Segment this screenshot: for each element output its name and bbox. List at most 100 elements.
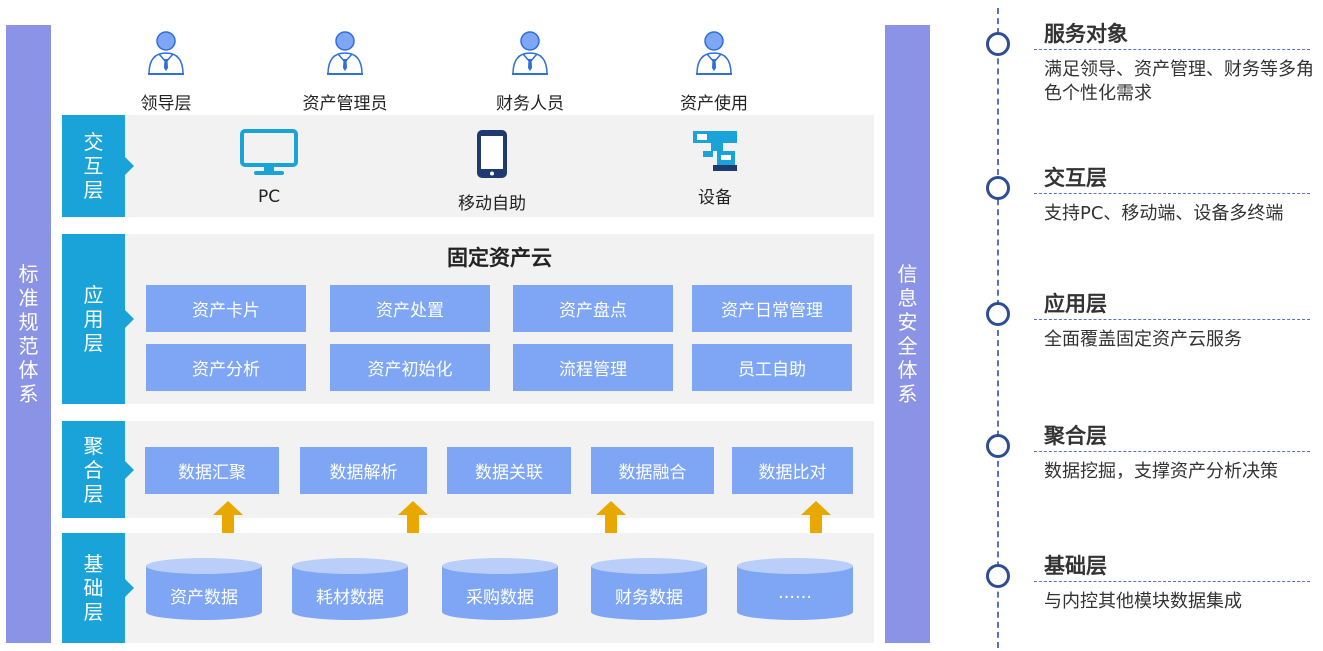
side-right-char: 系: [897, 382, 918, 406]
terminal-label: 移动自助: [458, 194, 526, 214]
side-right-char: 安: [897, 310, 918, 334]
database-label: ……: [778, 583, 812, 603]
aggregation-box: 数据比对: [732, 447, 853, 494]
person-icon: [327, 31, 363, 75]
timeline-dot: [986, 32, 1010, 56]
timeline-divider: [1034, 49, 1310, 50]
terminal-label: PC: [257, 187, 281, 207]
layer-tag: 交 互 层: [62, 115, 134, 217]
roles-row: 领导层 资产管理员 财务人员 资产使用: [60, 25, 875, 114]
tag-char: 基: [83, 552, 104, 576]
timeline-divider: [1034, 451, 1310, 452]
side-right-char: 体: [897, 358, 918, 382]
timeline-title: 交互层: [1044, 166, 1107, 190]
device-scanner-icon: [693, 131, 737, 171]
database-label: 采购数据: [466, 588, 534, 608]
database-icon: [442, 558, 558, 620]
application-layer: 应 用 层 固定资产云 资产卡片 资产处置 资产盘点 资产日常管理 资产分析 资…: [62, 234, 874, 404]
role-label: 资产使用: [680, 94, 748, 114]
side-left-char: 标: [18, 262, 39, 286]
aggregation-box: 数据融合: [591, 447, 714, 494]
module-box: 流程管理: [513, 344, 673, 391]
module-box: 资产初始化: [330, 344, 490, 391]
timeline-title: 聚合层: [1044, 424, 1107, 448]
person-icon: [148, 31, 184, 75]
database-icon: [737, 558, 853, 620]
tag-char: 层: [83, 331, 104, 355]
side-left-char: 范: [18, 334, 39, 358]
timeline-divider: [1034, 581, 1310, 582]
database-icon: [292, 558, 408, 620]
monitor-icon: [240, 129, 298, 175]
timeline-dot: [986, 434, 1010, 458]
database-label: 耗材数据: [316, 588, 384, 608]
aggregation-layer: 聚 合 层 数据汇聚 数据解析 数据关联 数据融合 数据比对: [62, 421, 874, 518]
module-box: 资产分析: [146, 344, 306, 391]
database-cylinder: 耗材数据: [291, 557, 409, 621]
person-icon: [512, 31, 548, 75]
database-label: 财务数据: [615, 588, 683, 608]
terminal-pc: PC: [199, 129, 339, 207]
database-cylinder: 财务数据: [590, 557, 708, 621]
role-leader: 领导层: [106, 31, 226, 114]
role-asset-user: 资产使用: [654, 31, 774, 114]
tag-char: 互: [83, 154, 104, 178]
timeline-title: 基础层: [1044, 554, 1107, 578]
layer-tag: 基 础 层: [62, 533, 134, 643]
database-cylinder: ……: [736, 557, 854, 621]
timeline-divider: [1034, 319, 1310, 320]
database-icon: [591, 558, 707, 620]
tag-char: 层: [83, 600, 104, 624]
side-left-char: 准: [18, 286, 39, 310]
timeline-desc: 支持PC、移动端、设备多终端: [1044, 203, 1284, 224]
tag-char: 层: [83, 481, 104, 506]
timeline-dot: [986, 176, 1010, 200]
interaction-layer: 交 互 层 PC 移动自助 设备: [62, 115, 874, 217]
role-label: 领导层: [140, 94, 192, 114]
database-icon: [146, 558, 262, 620]
module-box: 员工自助: [692, 344, 852, 391]
person-icon: [696, 31, 732, 75]
security-system-bar: 信 息 安 全 体 系: [885, 25, 930, 643]
module-box: 资产卡片: [146, 285, 306, 332]
timeline-title: 应用层: [1044, 292, 1107, 316]
timeline-dot: [986, 302, 1010, 326]
timeline-line: [997, 8, 999, 648]
terminal-device: 设备: [645, 129, 785, 208]
side-left-char: 规: [18, 310, 39, 334]
timeline-divider: [1034, 193, 1310, 194]
timeline-desc: 数据挖掘，支撑资产分析决策: [1044, 461, 1278, 482]
tag-char: 层: [83, 178, 104, 202]
module-box: 资产盘点: [513, 285, 673, 332]
tag-char: 合: [83, 457, 104, 482]
tag-char: 交: [83, 130, 104, 154]
timeline-desc: 全面覆盖固定资产云服务: [1044, 329, 1242, 350]
terminal-label: 设备: [698, 188, 732, 208]
database-label: 资产数据: [170, 588, 238, 608]
tag-char: 聚: [83, 433, 104, 458]
layer-tag: 应 用 层: [62, 234, 134, 404]
database-cylinder: 采购数据: [441, 557, 559, 621]
tag-char: 应: [83, 283, 104, 307]
role-asset-admin: 资产管理员: [285, 31, 405, 114]
tag-char: 础: [83, 576, 104, 600]
timeline-desc: 与内控其他模块数据集成: [1044, 591, 1242, 612]
module-box: 资产日常管理: [692, 285, 852, 332]
module-box: 资产处置: [330, 285, 490, 332]
terminal-mobile: 移动自助: [422, 129, 562, 214]
side-left-char: 体: [18, 358, 39, 382]
app-title: 固定资产云: [447, 246, 552, 270]
mobile-phone-icon: [477, 130, 507, 178]
side-right-char: 息: [897, 286, 918, 310]
base-layer: 基 础 层 资产数据 耗材数据 采购数据 财务数据: [62, 533, 874, 643]
role-label: 财务人员: [496, 94, 564, 114]
timeline-title: 服务对象: [1044, 22, 1128, 46]
role-finance: 财务人员: [470, 31, 590, 114]
side-right-char: 全: [897, 334, 918, 358]
standard-system-bar: 标 准 规 范 体 系: [6, 25, 51, 643]
tag-char: 用: [83, 307, 104, 331]
layer-tag: 聚 合 层: [62, 421, 134, 518]
side-right-char: 信: [897, 262, 918, 286]
aggregation-box: 数据关联: [447, 447, 571, 494]
database-cylinder: 资产数据: [145, 557, 263, 621]
